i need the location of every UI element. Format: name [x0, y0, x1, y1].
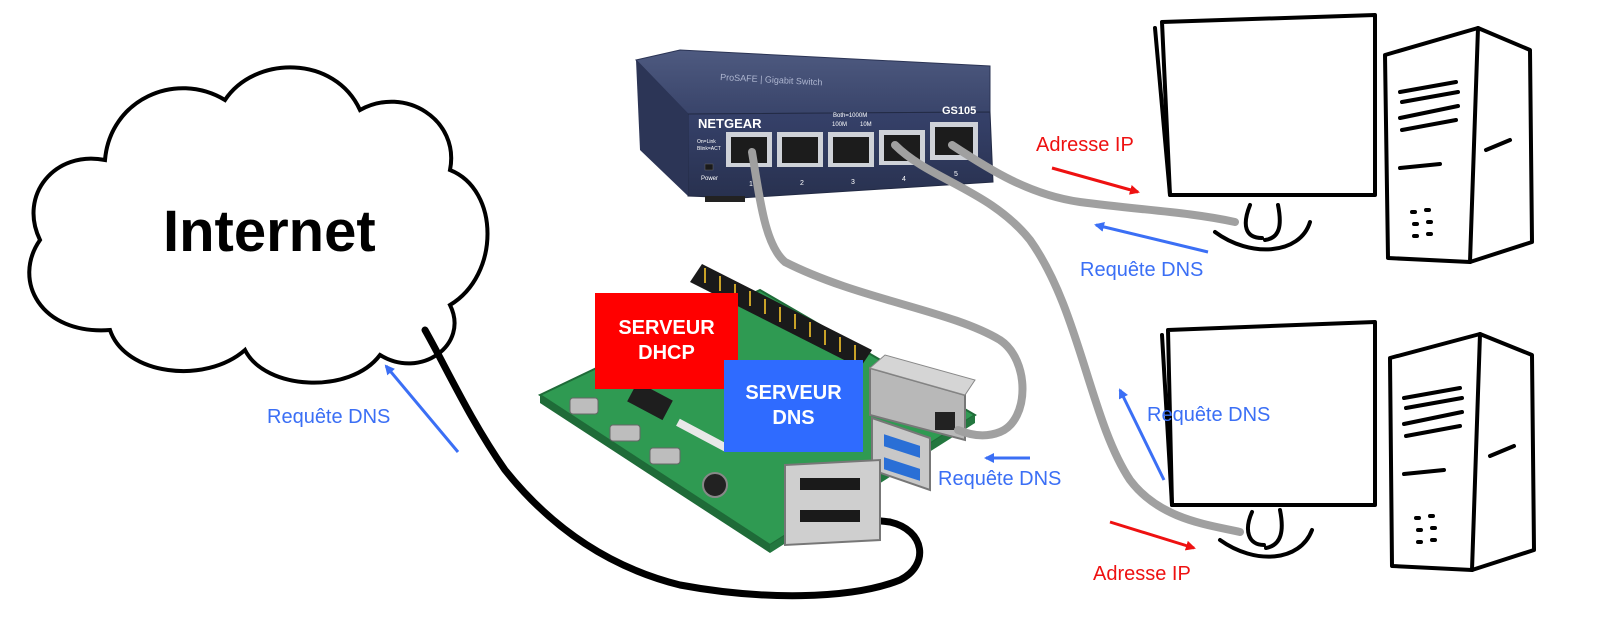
- switch-power-label: Power: [701, 176, 718, 182]
- switch-status-act: Blink=ACT: [697, 146, 721, 152]
- ip-address-label-pc2: Adresse IP: [1093, 563, 1191, 585]
- dhcp-server-box: SERVEUR DHCP: [595, 293, 738, 389]
- dns-server-line2: DNS: [772, 407, 815, 429]
- dns-request-label-pc1: Requête DNS: [1080, 259, 1204, 281]
- cable-switch-to-pi: [748, 148, 1027, 440]
- switch-port-5: 5: [954, 171, 958, 178]
- switch-port-1: 1: [749, 181, 753, 188]
- network-switch: NETGEAR GS105 ProSAFE | Gigabit Switch B…: [635, 49, 994, 202]
- dhcp-server-line2: DHCP: [638, 342, 695, 364]
- dns-arrow-from-pc1: [1094, 222, 1209, 254]
- switch-port-4: 4: [902, 176, 906, 183]
- internet-cable: [421, 326, 924, 600]
- dns-server-box: SERVEUR DNS: [724, 360, 863, 452]
- dns-request-label-pc2: Requête DNS: [1147, 404, 1271, 426]
- cable-switch-to-pc1: [948, 141, 1239, 226]
- internet-cloud: [27, 65, 490, 385]
- dns-arrow-from-pc2: [1118, 388, 1166, 481]
- computer-top: [1153, 13, 1534, 264]
- switch-speed-10: 10M: [860, 122, 872, 128]
- dns-request-label-pi: Requête DNS: [938, 468, 1062, 490]
- switch-port-2: 2: [800, 180, 804, 187]
- dns-arrow-to-internet: [384, 364, 460, 453]
- switch-speed-both: Both=1000M: [833, 113, 867, 119]
- computer-bottom: [1160, 320, 1536, 572]
- dns-server-line1: SERVEUR: [745, 382, 842, 404]
- ip-address-label-pc1: Adresse IP: [1036, 134, 1134, 156]
- switch-speed-100: 100M: [832, 122, 847, 128]
- switch-brand: NETGEAR: [698, 116, 762, 131]
- ip-arrow-to-pc2: [1109, 520, 1196, 551]
- ip-arrow-to-pc1: [1051, 166, 1140, 195]
- internet-label: Internet: [163, 199, 376, 264]
- dhcp-server-line1: SERVEUR: [618, 317, 715, 339]
- switch-port-3: 3: [851, 179, 855, 186]
- switch-model: GS105: [942, 105, 976, 117]
- cable-switch-to-pc2: [891, 141, 1244, 536]
- switch-status-link: On=Link: [697, 139, 716, 145]
- dns-request-label-internet: Requête DNS: [267, 406, 391, 428]
